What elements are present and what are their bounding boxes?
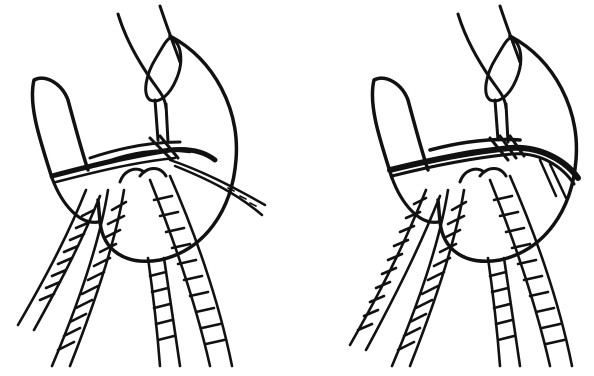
hook-tip (32, 78, 88, 178)
panel-left-mousing-in-progress (18, 6, 265, 366)
sling-eye-icon (118, 14, 166, 108)
panel-right-mousing-completed (350, 6, 578, 366)
mousing-wrap-icon (390, 136, 578, 198)
sling-eye-icon (458, 14, 506, 108)
rope-icon (18, 169, 232, 367)
rope-icon (350, 169, 572, 367)
